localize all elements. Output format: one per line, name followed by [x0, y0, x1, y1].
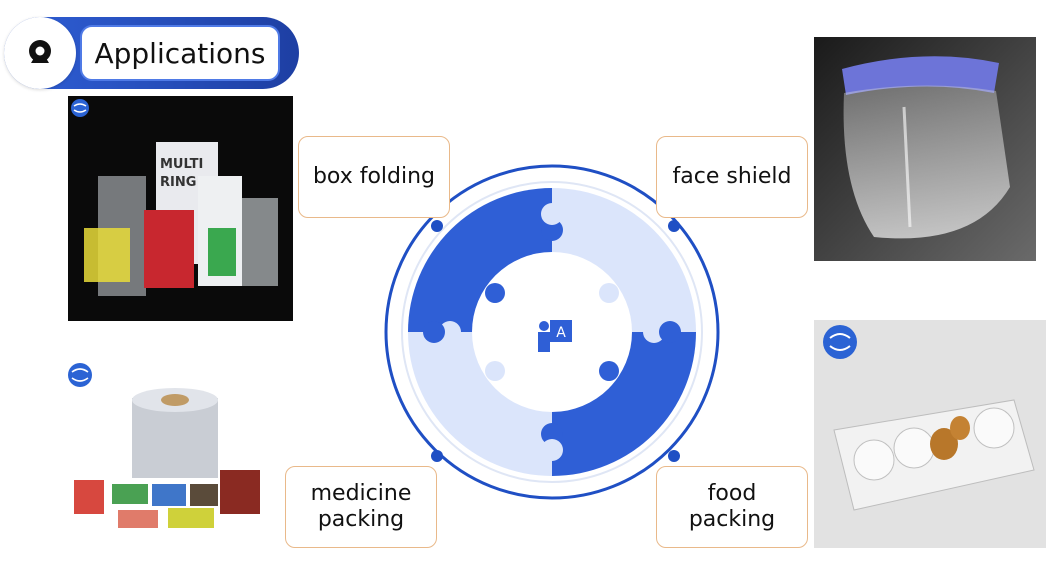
company-logo-icon	[71, 99, 89, 117]
label-medicine-packing: medicine packing	[285, 466, 437, 548]
webcam-icon	[29, 40, 51, 63]
label-box-folding: box folding	[298, 136, 450, 218]
header-icon	[4, 17, 76, 89]
company-logo-icon	[68, 363, 92, 387]
outer-ring	[384, 164, 720, 500]
face-shield-photo	[814, 37, 1036, 261]
center-icon-glyph: A	[556, 325, 566, 341]
box-folding-photo: MULTI RING	[68, 96, 293, 321]
multi-text: MULTI	[160, 157, 203, 172]
label-food-packing: food packing	[656, 466, 808, 548]
page-title: Applications	[80, 25, 280, 81]
company-logo-icon	[823, 325, 857, 359]
label-face-shield: face shield	[656, 136, 808, 218]
medicine-packing-photo	[60, 358, 290, 538]
ring-text: RING	[160, 175, 196, 190]
food-packing-photo	[814, 320, 1046, 548]
puzzle-diagram: A	[384, 164, 720, 500]
presenter-language-icon: A	[538, 320, 572, 352]
